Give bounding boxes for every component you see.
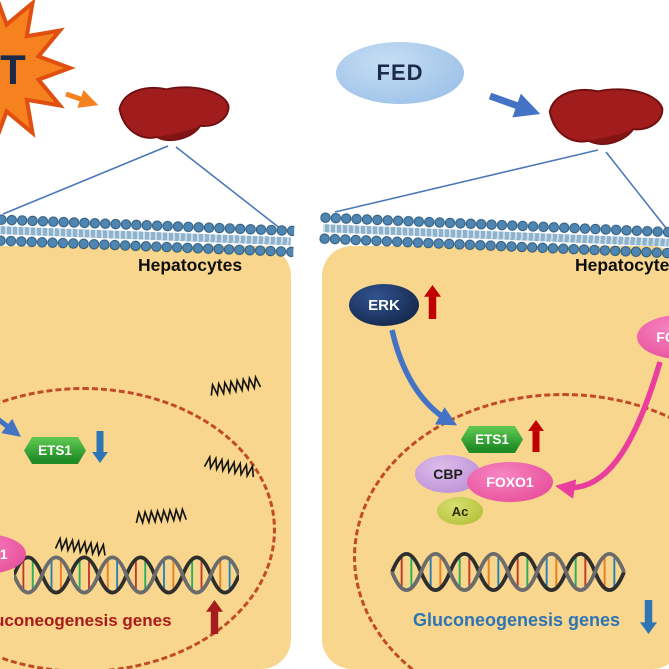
mrna-icon	[135, 506, 188, 526]
ac-label: Ac	[451, 503, 469, 519]
arrow-shape	[92, 431, 108, 463]
arrow-shape	[206, 600, 223, 634]
increase-arrow-icon	[206, 600, 223, 634]
decrease-arrow-icon	[640, 600, 657, 634]
fasting-stimulus-burst: T	[0, 0, 76, 138]
ets1-label: ETS1	[475, 432, 509, 447]
gluconeogenesis-genes-label: Gluconeogenesis genes	[413, 610, 621, 630]
foxo1-label: FOXO1	[486, 474, 534, 490]
foxo1-label: FOXO1	[656, 329, 669, 345]
fed-label: FED	[376, 60, 424, 85]
mrna-icon	[203, 454, 255, 479]
fed-stimulus: FED	[336, 42, 464, 104]
increase-arrow-icon	[528, 420, 544, 452]
arrow-shape	[424, 285, 441, 319]
hepatocytes-label: Hepatocytes	[138, 255, 243, 275]
liver-icon	[548, 88, 664, 145]
cbp-label: CBP	[433, 466, 463, 482]
gluconeogenesis-genes-label: Gluconeogenesis genes	[0, 611, 172, 630]
mrna-icon	[210, 374, 262, 398]
hepatocytes-label: Hepatocytes	[575, 255, 669, 275]
mrna-icon	[54, 535, 106, 558]
erk-protein: ERK	[349, 284, 419, 326]
ets1-protein: ETS1	[24, 437, 86, 464]
increase-arrow-icon	[424, 285, 441, 319]
ets1-protein: ETS1	[461, 426, 523, 453]
erk-label: ERK	[368, 296, 400, 314]
arrow-shape	[528, 420, 544, 452]
liver-icon	[118, 86, 230, 142]
fed-to-liver-arrow	[488, 92, 541, 118]
fasting-label: T	[0, 46, 26, 93]
acetylation-mark: Ac	[437, 497, 483, 525]
foxo1-protein: FOXO1	[467, 462, 553, 502]
ets1-label: ETS1	[38, 443, 72, 458]
arrow-shape	[640, 600, 657, 634]
foxo1-label: FOXO1	[0, 546, 8, 562]
decrease-arrow-icon	[92, 431, 108, 463]
left-dna-helix-icon	[14, 555, 239, 595]
right-dna-helix-icon	[390, 552, 626, 592]
starburst-shape	[0, 0, 76, 138]
